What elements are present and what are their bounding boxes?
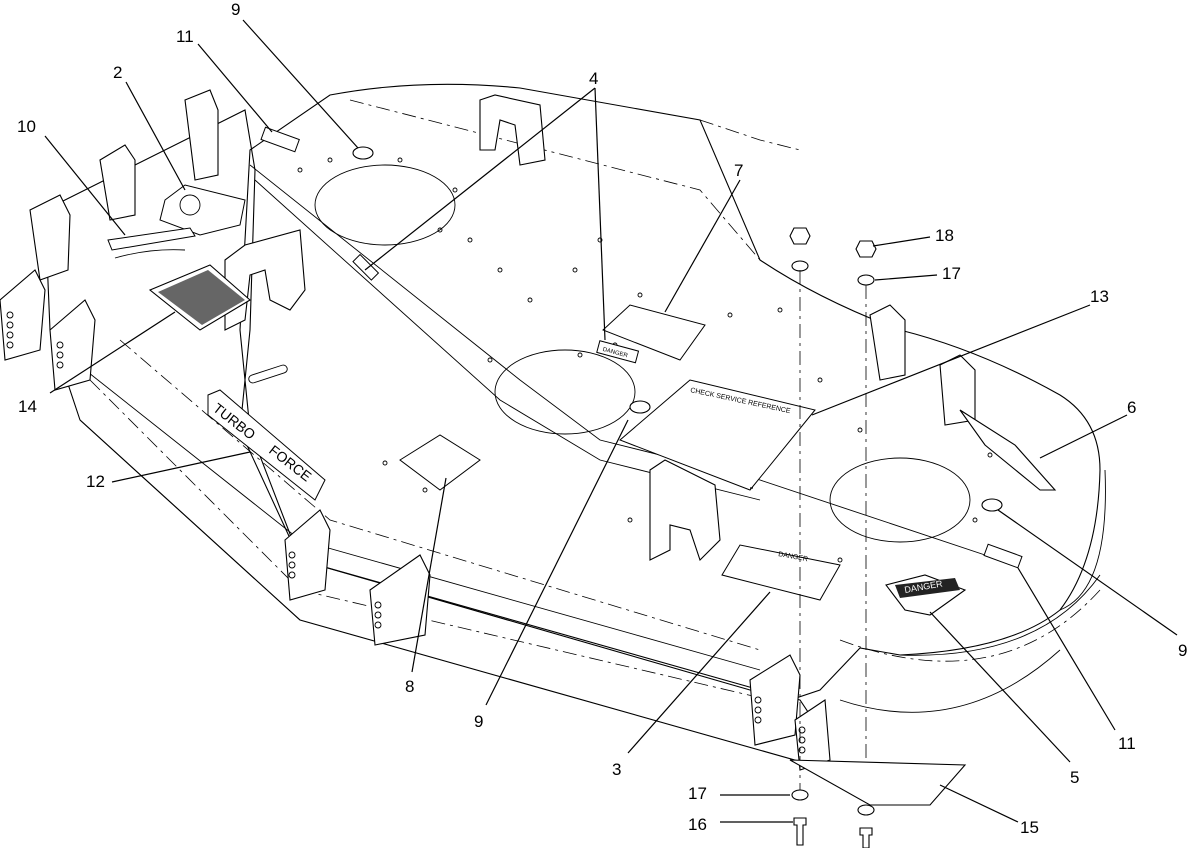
callout-14: 14 <box>18 397 37 416</box>
rear-bracket-mid <box>99 144 136 221</box>
deck-hanger-rear-1 <box>479 94 546 166</box>
nut-left <box>789 227 811 245</box>
decal-part-4-center <box>596 340 640 364</box>
callout-8: 8 <box>405 677 414 696</box>
decal-part-2 <box>159 184 246 236</box>
callout-3: 3 <box>612 760 621 779</box>
washer-part-17-top <box>857 274 875 286</box>
callout-16: 16 <box>688 815 707 834</box>
front-mid-gauge-plate <box>284 509 331 601</box>
leader-lines <box>44 19 1178 823</box>
callout-11-rear: 11 <box>176 27 194 46</box>
callout-18: 18 <box>935 226 954 245</box>
deck-hanger-rear-2 <box>869 304 906 381</box>
right-blade-opening <box>829 457 971 543</box>
callout-labels: 9 11 2 10 4 7 18 17 13 6 14 12 9 9 8 3 1… <box>17 0 1187 837</box>
baffle-plate-part-15 <box>789 759 967 806</box>
left-blade-opening <box>314 164 456 246</box>
mounting-brackets <box>0 89 976 771</box>
callout-9-right: 9 <box>1178 641 1187 660</box>
deck-hanger-u-front <box>224 229 306 331</box>
callout-17-top: 17 <box>942 264 961 283</box>
decal-part-8 <box>399 434 481 491</box>
decal-part-13 <box>619 379 816 491</box>
deck-shell <box>44 83 1106 771</box>
front-mid-gauge-plate-2 <box>369 554 431 646</box>
bolt-right <box>859 827 873 848</box>
decal-part-11-right <box>983 543 1023 569</box>
callout-15: 15 <box>1020 818 1039 837</box>
center-blade-opening <box>494 349 636 435</box>
deck-hanger-u-mid <box>649 459 721 562</box>
decals: DANGER CHECK SERVICE REFERENCE DANGER DA… <box>107 126 1023 616</box>
plug-part-9-center <box>629 400 651 414</box>
washer-part-17-bottom <box>791 789 809 801</box>
washer-left-top <box>791 260 809 272</box>
callout-17-bottom: 17 <box>688 784 707 803</box>
decal-part-11-rear <box>260 126 300 153</box>
callout-13: 13 <box>1090 287 1109 306</box>
bolt-part-16 <box>793 817 807 846</box>
callout-9-rear: 9 <box>231 0 240 19</box>
deck-holes <box>297 157 993 563</box>
plug-part-9-rear <box>352 146 374 160</box>
decal-part-3 <box>721 544 841 601</box>
callout-6: 6 <box>1127 398 1136 417</box>
callout-4: 4 <box>589 69 598 88</box>
rear-bracket-left <box>184 89 219 181</box>
callout-11-right: 11 <box>1118 734 1136 753</box>
callout-9-center: 9 <box>474 712 483 731</box>
decal-part-10 <box>107 227 196 251</box>
blade-openings <box>314 164 971 543</box>
hardware <box>789 227 967 848</box>
washer-right-bottom <box>857 804 875 816</box>
callout-7: 7 <box>734 161 743 180</box>
discharge-deflector <box>959 409 1057 491</box>
callout-12: 12 <box>86 472 105 491</box>
front-right-gauge-plate <box>749 654 801 746</box>
rear-bracket-outer <box>29 194 71 281</box>
decal-part-7 <box>602 304 706 361</box>
callout-10: 10 <box>17 117 36 136</box>
decal-part-4-left <box>352 253 380 281</box>
nut-part-18 <box>855 240 877 258</box>
plug-part-9-right <box>981 498 1003 512</box>
callout-2: 2 <box>113 63 122 82</box>
decal-part-12 <box>207 389 326 501</box>
callout-5: 5 <box>1070 768 1079 787</box>
deck-hanger-rear-3 <box>939 354 976 426</box>
